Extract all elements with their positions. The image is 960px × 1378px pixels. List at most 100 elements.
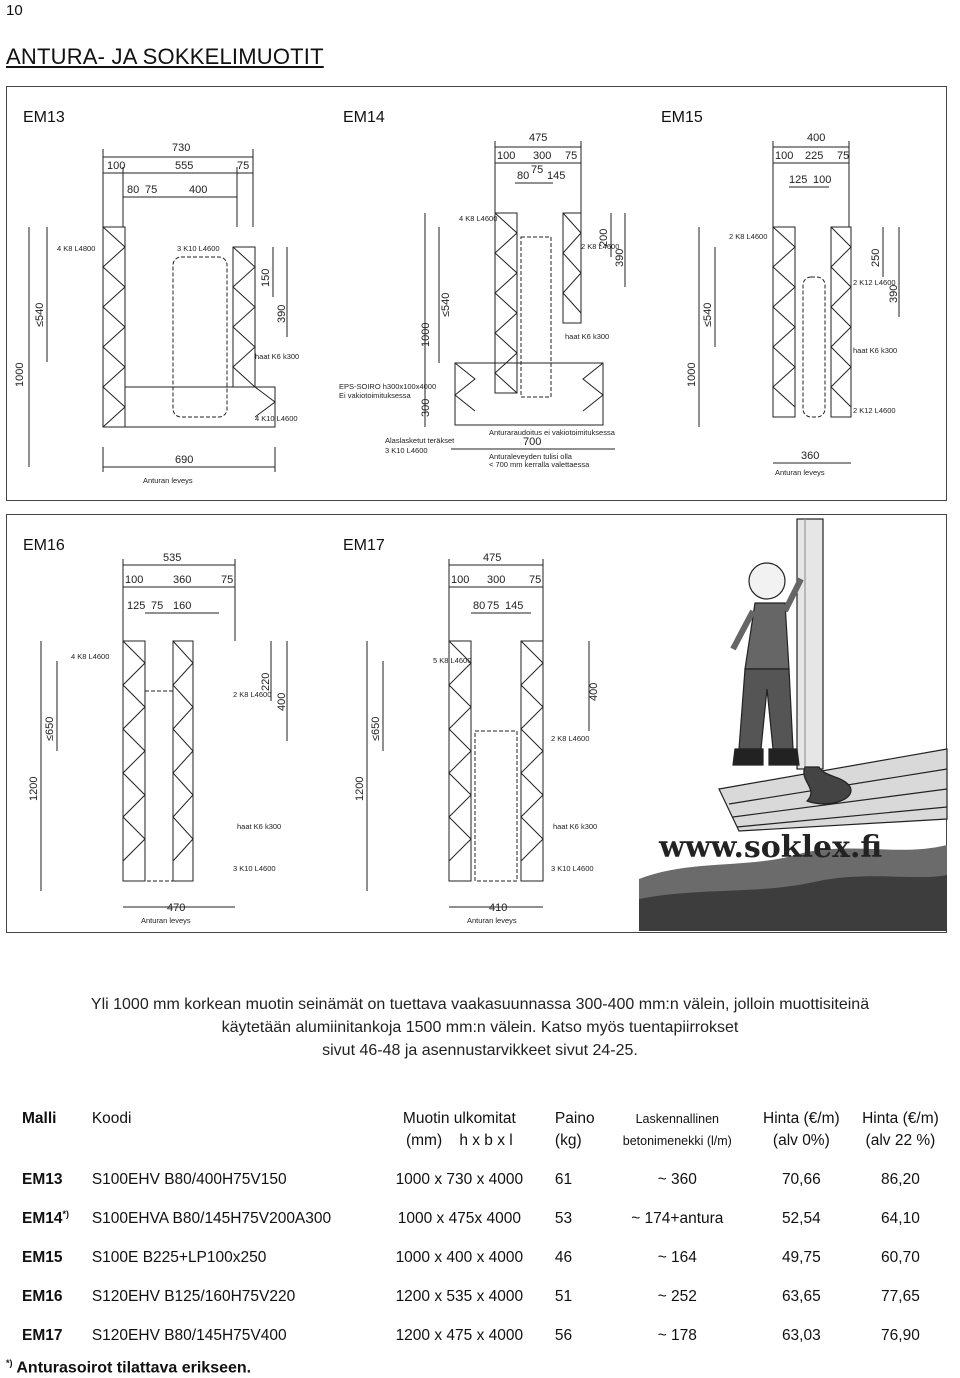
em13-dim-11: 690	[175, 454, 193, 466]
cell-model-value: EM13	[22, 1171, 63, 1189]
em15-label: EM15	[661, 109, 703, 126]
em15-dim-7: 390	[888, 285, 900, 303]
cell-weight-value: 51	[554, 1287, 573, 1305]
em13-note-1: 3 K10 L4600	[177, 244, 220, 253]
cell-concrete-value: ~ 174+antura	[631, 1209, 724, 1227]
installation-note: Yli 1000 mm korkean muotin seinämät on t…	[20, 993, 940, 1062]
em17-dim-0: 475	[483, 552, 501, 564]
cell-code: S100EHVA B80/145H75V200A300	[80, 1199, 378, 1238]
em16-note-1: 2 K8 L4600	[233, 690, 271, 699]
em17-dim-3: 75	[529, 574, 541, 586]
em17-dim-10: 410	[489, 902, 507, 914]
cell-price-incl-vat: 86,20	[851, 1160, 950, 1199]
em14-dim-0: 475	[529, 132, 547, 144]
header-concrete: Laskennallinen betonimenekki (l/m)	[603, 1108, 752, 1160]
em16-dim-0: 535	[163, 552, 181, 564]
em14-label: EM14	[343, 109, 385, 126]
em16-dim-3: 75	[221, 574, 233, 586]
em17-dim-9: 1200	[354, 777, 366, 801]
cell-concrete: ~ 164	[603, 1238, 752, 1277]
em13-dim-8: ≤540	[34, 303, 46, 327]
cell-model: EM17	[10, 1316, 80, 1355]
em13-note-0: 4 K8 L4800	[57, 244, 95, 253]
cell-dimensions-value: 1200 x 475 x 4000	[395, 1326, 524, 1344]
em15-dim-4: 125	[789, 174, 807, 186]
em16-dim-9: ≤650	[44, 717, 56, 741]
cell-price-excl-vat: 52,54	[752, 1199, 851, 1238]
em14-note-0: 4 K8 L4600	[459, 214, 497, 223]
em13-note-2: haat K6 k300	[255, 352, 299, 361]
cell-price-incl-vat-value: 77,65	[881, 1287, 920, 1305]
em13-dim-1: 100	[107, 160, 125, 172]
worker-illustration: www.soklex.fi	[639, 518, 948, 931]
em14-dim-6: 145	[547, 170, 565, 182]
em13-dim-5: 75	[145, 184, 157, 196]
header-weight: Paino (kg)	[541, 1108, 603, 1160]
em15-note-0: 2 K8 L4600	[729, 232, 767, 241]
cell-code: S120EHV B125/160H75V220	[80, 1277, 378, 1316]
cell-concrete-value: ~ 252	[657, 1287, 697, 1305]
header-price-incl-vat: Hinta (€/m) (alv 22 %)	[851, 1108, 950, 1160]
em17-dim-5: 75	[487, 600, 499, 612]
em16-dim-10: 1200	[28, 777, 40, 801]
em15-note-1: 2 K12 L4600	[853, 278, 896, 287]
em16-dim-8: 400	[276, 693, 288, 711]
em14-dim-8: 390	[614, 249, 626, 267]
cell-price-incl-vat: 64,10	[851, 1199, 950, 1238]
header-weight-line2: (kg)	[554, 1132, 582, 1149]
header-code: Koodi	[91, 1110, 132, 1127]
em15-note-3: 2 K12 L4600	[853, 406, 896, 415]
cell-model: EM15	[10, 1238, 80, 1277]
header-concrete-line1: Laskennallinen	[635, 1112, 719, 1126]
cell-price-excl-vat: 63,03	[752, 1316, 851, 1355]
cell-weight: 61	[541, 1160, 603, 1199]
em15-note-2: haat K6 k300	[853, 346, 897, 355]
page-title: ANTURA- JA SOKKELIMUOTIT	[6, 44, 324, 69]
em13-drawing: 730 100 555 75 80 75 400 1000 ≤540 150 3…	[14, 142, 299, 485]
drawings-panel-top: EM13 EM14 EM15	[6, 86, 947, 501]
cell-price-incl-vat-value: 76,90	[881, 1326, 920, 1344]
header-price-excl-vat: Hinta (€/m) (alv 0%)	[752, 1108, 851, 1160]
cell-concrete-value: ~ 164	[657, 1248, 697, 1266]
em14-dim-10: 1000	[420, 323, 432, 347]
em13-dim-6: 400	[189, 184, 207, 196]
cell-price-excl-vat-value: 70,66	[781, 1170, 821, 1188]
em14-note-9: < 700 mm kerralla valettaessa	[489, 460, 590, 469]
cell-weight: 53	[541, 1199, 603, 1238]
footnote: *) Anturasoirot tilattava erikseen.	[6, 1358, 251, 1377]
em16-footing: Anturan leveys	[141, 916, 191, 925]
cell-weight: 51	[541, 1277, 603, 1316]
em17-footing: Anturan leveys	[467, 916, 517, 925]
header-price-excl-vat-line1: Hinta (€/m)	[763, 1110, 840, 1127]
em14-dim-12: 700	[523, 436, 541, 448]
em17-dim-2: 300	[487, 574, 505, 586]
em14-dim-2: 300	[533, 150, 551, 162]
note-line-2: käytetään alumiinitankoja 1500 mm:n väle…	[221, 1019, 739, 1036]
em15-dim-6: 250	[870, 249, 882, 267]
note-line-1: Yli 1000 mm korkean muotin seinämät on t…	[90, 996, 870, 1013]
table-header-row: Malli Koodi Muotin ulkomitat (mm) h x b …	[10, 1108, 950, 1160]
em17-note-1: 2 K8 L4600	[551, 734, 589, 743]
em17-dim-8: ≤650	[370, 717, 382, 741]
cell-code-value: S120EHV B125/160H75V220	[91, 1287, 296, 1305]
em16-dim-1: 100	[125, 574, 143, 586]
em16-dim-5: 75	[151, 600, 163, 612]
em17-dim-7: 400	[588, 683, 600, 701]
em13-footing: Anturan leveys	[143, 476, 193, 485]
header-model: Malli	[22, 1110, 57, 1127]
product-table: Malli Koodi Muotin ulkomitat (mm) h x b …	[10, 1108, 950, 1355]
em15-dim-9: 1000	[686, 363, 698, 387]
em16-note-0: 4 K8 L4600	[71, 652, 109, 661]
em17-dim-4: 80	[473, 600, 485, 612]
em16-dim-4: 125	[127, 600, 145, 612]
cell-dimensions: 1000 x 475x 4000	[378, 1199, 541, 1238]
header-dimensions-line1: Muotin ulkomitat	[402, 1110, 516, 1127]
em14-note-5: Alaslasketut teräkset	[385, 436, 455, 445]
header-dimensions-line2: (mm) h x b x l	[405, 1132, 513, 1149]
em16-label: EM16	[23, 537, 65, 554]
em16-dim-2: 360	[173, 574, 191, 586]
cell-concrete: ~ 174+antura	[603, 1199, 752, 1238]
em13-dim-2: 555	[175, 160, 193, 172]
em14-note-1: 2 K8 L4600	[581, 242, 619, 251]
